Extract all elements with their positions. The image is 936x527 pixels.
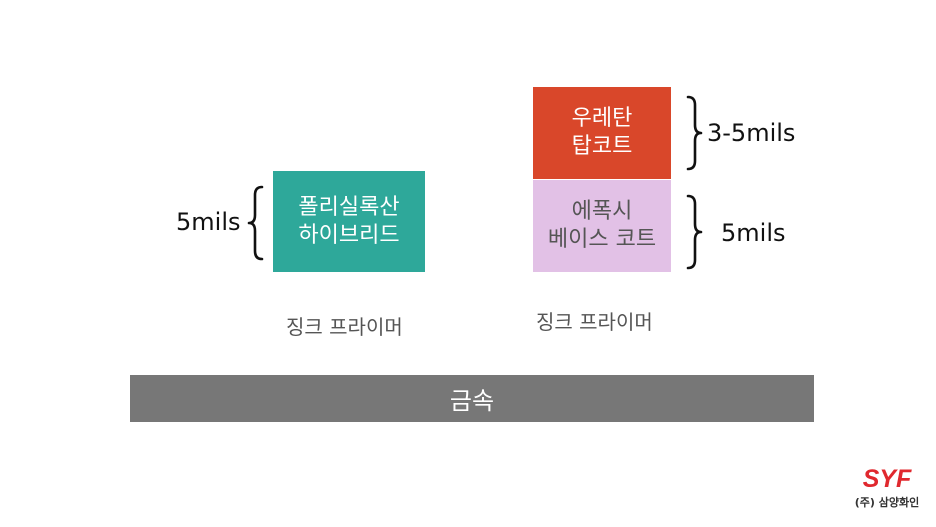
polysiloxane-hybrid-layer: 폴리실록산 하이브리드 xyxy=(273,171,425,272)
left-primer-label: 징크 프라이머 xyxy=(286,315,403,339)
left-thickness-label: 5mils xyxy=(176,208,241,236)
substrate-label: 금속 xyxy=(449,387,495,415)
base-thickness-label: 5mils xyxy=(721,219,786,247)
company-logo: SYF (주) 삼양화인 xyxy=(850,464,924,510)
layer-label-line2: 베이스 코트 xyxy=(547,227,657,252)
logo-caption: (주) 삼양화인 xyxy=(854,496,920,509)
top-thickness-label: 3-5mils xyxy=(707,119,796,147)
epoxy-basecoat-layer: 에폭시 베이스 코트 xyxy=(533,180,671,272)
layer-label-line2: 탑코트 xyxy=(571,134,633,159)
layer-label-line1: 우레탄 xyxy=(571,106,633,131)
layer-label-line1: 폴리실록산 xyxy=(298,194,400,220)
syf-logo-icon: SYF xyxy=(863,465,912,492)
urethane-topcoat-layer: 우레탄 탑코트 xyxy=(533,87,671,179)
right-primer-label: 징크 프라이머 xyxy=(536,310,653,334)
layer-label-line2: 하이브리드 xyxy=(298,222,400,248)
base-brace-icon xyxy=(686,194,703,270)
left-brace-icon xyxy=(247,185,264,261)
metal-substrate: 금속 xyxy=(130,375,814,422)
top-brace-icon xyxy=(686,95,703,171)
layer-label-line1: 에폭시 xyxy=(571,199,633,224)
logo-mark-text: SYF xyxy=(863,465,912,492)
